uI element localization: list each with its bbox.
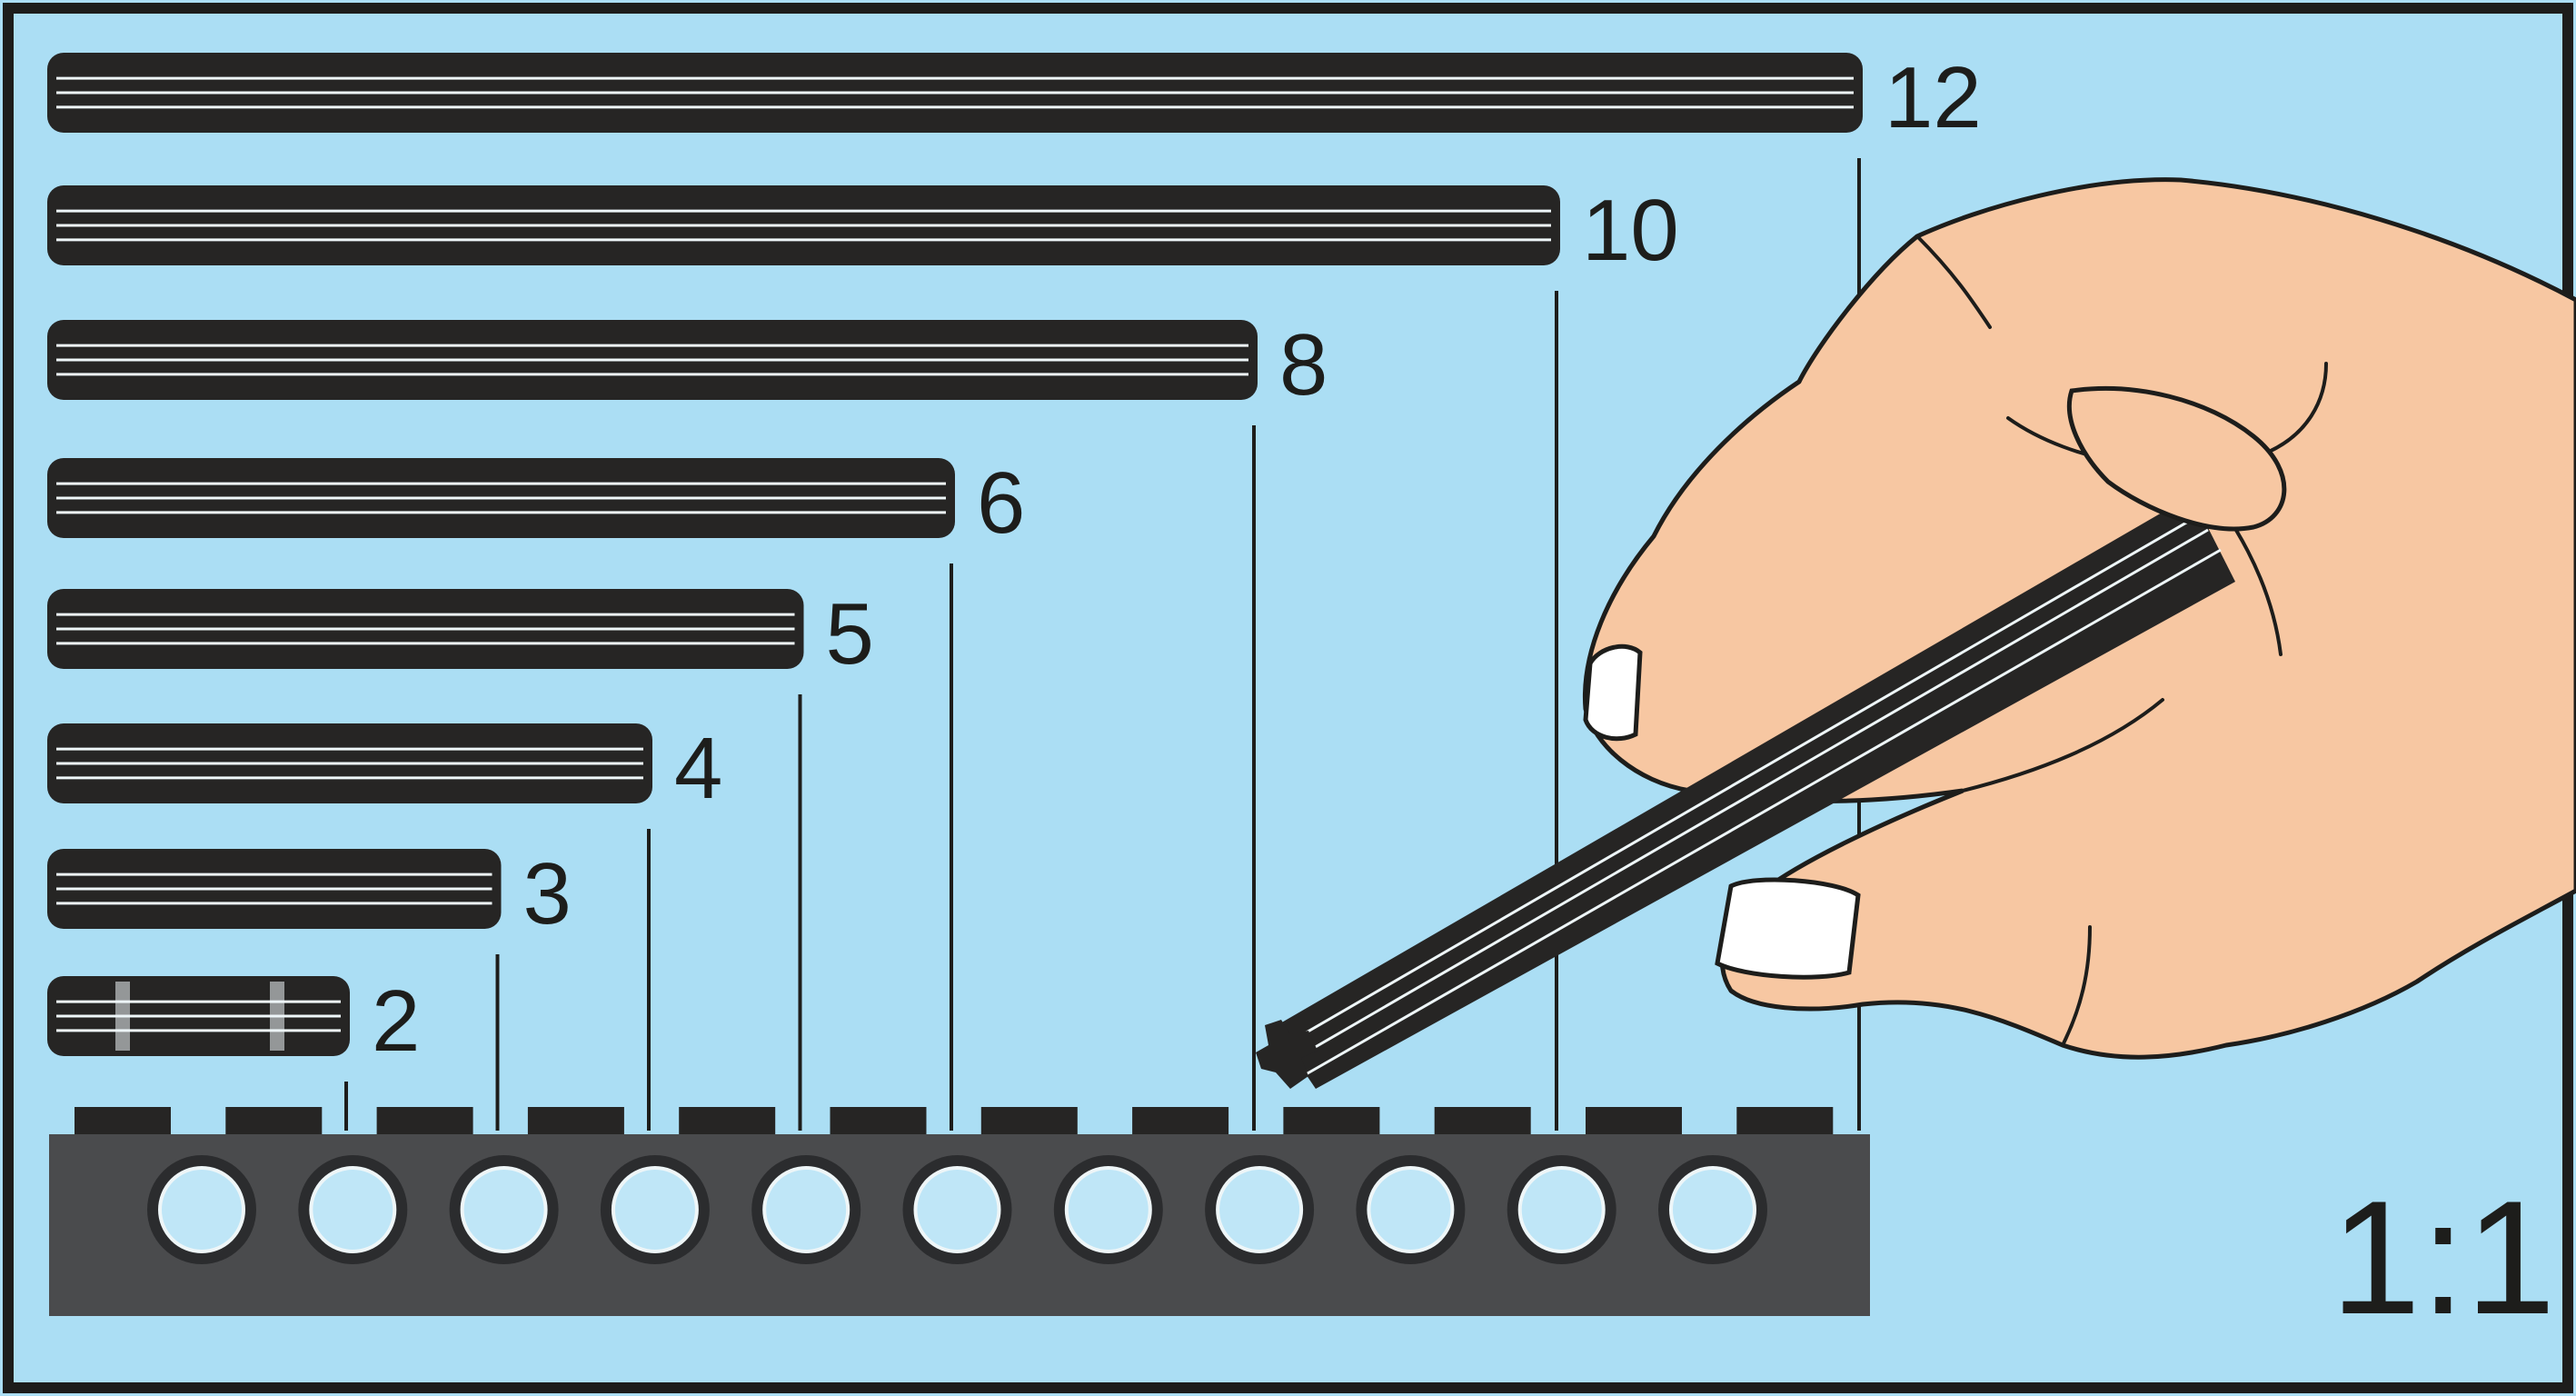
axle-length-label-2: 2 [372,972,420,1070]
axle-length-label-12: 12 [1885,49,1982,146]
beam-stud [1283,1107,1380,1136]
beam-hole [158,1166,245,1253]
axle-length-label-4: 4 [674,720,722,817]
held-axle [1256,495,2235,1089]
beam-hole [309,1166,397,1253]
held-axle-end-cross [1256,1020,1318,1089]
beam-hole [460,1166,548,1253]
axle-notch-1 [115,982,130,1051]
thumbnail [1583,643,1643,742]
beam-stud [1434,1107,1531,1136]
beam-hole [1064,1166,1152,1253]
beam-hole [762,1166,850,1253]
axle-length-label-3: 3 [523,845,572,942]
beam-stud [1736,1107,1834,1136]
beam-stud [1586,1107,1682,1136]
beam-studs [75,1107,1834,1136]
axle-labels: 12 10 8 6 5 4 3 2 [372,49,1982,1070]
axle-length-label-5: 5 [826,585,874,683]
held-axle-groove-3 [1300,548,2222,1079]
beam-hole [1367,1166,1455,1253]
beam-hole [1669,1166,1756,1253]
axle-length-label-6: 6 [977,454,1025,552]
beam-hole [611,1166,699,1253]
finger-crease-1 [1915,234,1992,329]
beam-hole [913,1166,1001,1253]
beam-stud [225,1107,323,1136]
beam-hole [1216,1166,1304,1253]
held-axle-groove-2 [1289,528,2209,1063]
hand-holding-axle-icon [1256,177,2576,1089]
index-fingernail [1715,877,1861,980]
finger-crease-4 [2061,925,2092,1047]
beam-holes [147,1155,1767,1264]
axle-notch-2 [270,982,284,1051]
held-axle-groove-1 [1280,514,2200,1049]
scale-label: 1:1 [2331,1167,2555,1348]
technic-beam [49,1107,1870,1316]
axle-length-label-8: 8 [1279,316,1328,414]
axle-bars [47,53,1863,1056]
beam-stud [1132,1107,1229,1136]
finger-crease-3 [1961,698,2164,793]
thumb-over-axle [2066,386,2287,532]
beam-stud [376,1107,473,1136]
axle-length-label-10: 10 [1582,182,1679,279]
beam-stud [527,1107,624,1136]
beam-stud [980,1107,1078,1136]
beam-hole [1517,1166,1606,1253]
beam-stud [679,1107,776,1136]
beam-stud [75,1107,171,1136]
beam-stud [830,1107,927,1136]
